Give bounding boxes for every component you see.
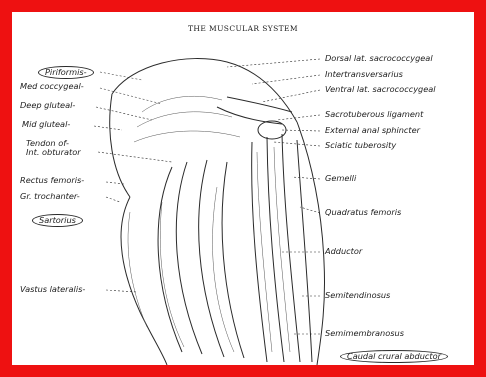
label-sciatic-tuberosity: Sciatic tuberosity xyxy=(325,141,396,150)
label-adductor: Adductor xyxy=(325,247,362,256)
anatomy-plate: THE MUSCULAR SYSTEM xyxy=(12,12,474,365)
thigh-lateral-contour xyxy=(121,197,167,365)
muscle-illustration xyxy=(12,12,474,365)
label-int-obturator: Int. obturator xyxy=(26,148,81,157)
label-gemelli: Gemelli xyxy=(325,174,356,183)
label-semimembranosus: Semimembranosus xyxy=(325,329,404,338)
label-dorsal-lat-sacrococcygeal: Dorsal lat. sacrococcygeal xyxy=(325,54,433,63)
vastus-mass xyxy=(158,167,182,352)
label-intertransversarius: Intertransversarius xyxy=(325,70,403,79)
label-rectus-femoris: Rectus femoris- xyxy=(20,176,84,185)
rump-outline xyxy=(112,59,297,122)
label-sartorius: Sartorius xyxy=(32,214,83,227)
label-gr-trochanter: Gr. trochanter- xyxy=(20,192,80,201)
label-mid-gluteal: Mid gluteal- xyxy=(22,120,70,129)
label-med-coccygeal: Med coccygeal- xyxy=(20,82,84,91)
label-vastus-lateralis: Vastus lateralis- xyxy=(20,285,85,294)
gluteal-outline xyxy=(110,94,130,197)
label-piriformis: Piriformis- xyxy=(38,66,94,79)
label-semitendinosus: Semitendinosus xyxy=(325,291,390,300)
label-ventral-lat-sacrococcygeal: Ventral lat. sacrococcygeal xyxy=(325,85,436,94)
label-deep-gluteal: Deep gluteal- xyxy=(20,101,75,110)
label-sacrotuberous-ligament: Sacrotuberous ligament xyxy=(325,110,423,119)
label-caudal-crural-abductor: Caudal crural abductor xyxy=(340,350,448,363)
label-external-anal-sphincter: External anal sphincter xyxy=(325,126,420,135)
label-quadratus-femoris: Quadratus femoris xyxy=(325,208,401,217)
thigh-caudal-contour xyxy=(297,122,325,365)
